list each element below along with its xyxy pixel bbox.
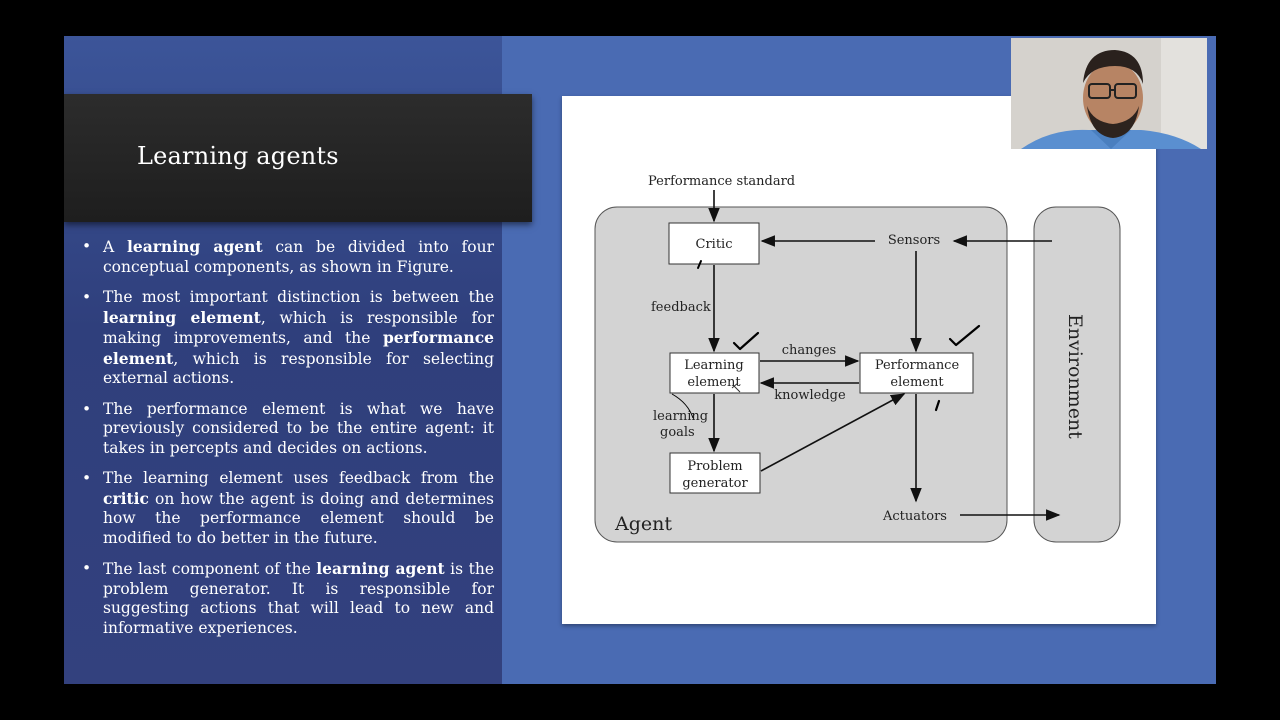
performance-element-box	[859, 352, 974, 394]
title-bar: Learning agents	[64, 94, 532, 222]
bullet-bold-text: critic	[103, 488, 149, 508]
critic-box	[668, 222, 760, 265]
label-knowledge: knowledge	[774, 388, 846, 403]
bullet-bold-text: learning agent	[126, 237, 263, 256]
slide-title: Learning agents	[137, 142, 339, 170]
bullet-text: The last component of the	[103, 560, 317, 578]
learning-agent-diagram: Performance standard Critic Sensors feed…	[594, 174, 1121, 543]
bullet-item: The most important distinction is betwee…	[80, 288, 494, 389]
bullet-bold-text: learning element	[103, 307, 261, 327]
label-actuators: Actuators	[882, 509, 947, 524]
label-changes: changes	[782, 343, 836, 358]
webcam-overlay	[1011, 38, 1207, 149]
bullet-text: The most important distinction is betwee…	[103, 288, 494, 306]
bullet-text: is the problem generator. It is responsi…	[103, 560, 494, 637]
bullet-item: The performance element is what we have …	[80, 400, 494, 459]
bullet-item: A learning agent can be divided into fou…	[80, 237, 494, 277]
presenter-avatar	[1011, 38, 1207, 149]
label-learning-element-2: element	[687, 375, 741, 390]
environment-region	[1033, 206, 1121, 543]
learning-element-box	[669, 352, 760, 394]
label-agent: Agent	[614, 513, 672, 535]
bullet-text: can be divided into four conceptual comp…	[103, 238, 495, 276]
bullet-item: The last component of the learning agent…	[80, 559, 494, 638]
label-performance-element-2: element	[890, 375, 944, 390]
ink-cursor-trail	[671, 393, 694, 419]
ink-mark-critic	[697, 260, 702, 269]
bullet-item: The learning element uses feedback from …	[80, 469, 494, 548]
label-environment: Environment	[1064, 314, 1086, 439]
bullet-text: on how the agent is doing and determines…	[103, 489, 494, 547]
label-learning-element-1: Learning	[684, 358, 744, 373]
bullet-text: The learning element uses feedback from …	[103, 469, 494, 487]
label-problem-generator-1: Problem	[687, 459, 742, 474]
ink-mark-performance	[934, 399, 941, 412]
label-learning-goals-2: goals	[660, 425, 695, 440]
cursor-icon	[731, 382, 741, 393]
problem-generator-box	[669, 452, 761, 494]
label-sensors: Sensors	[888, 233, 940, 248]
bullet-text: A	[103, 238, 127, 256]
bullet-text: , which is responsible for selecting ext…	[103, 349, 494, 388]
bullet-list: A learning agent can be divided into fou…	[80, 237, 494, 649]
ink-check-learning	[732, 331, 760, 351]
label-performance-element-1: Performance	[875, 358, 960, 373]
label-problem-generator-2: generator	[682, 476, 748, 491]
bullet-bold-text: learning agent	[316, 559, 445, 578]
bullet-text: The performance element is what we have …	[103, 399, 494, 457]
ink-check-performance	[948, 324, 981, 347]
diagram-figure: Performance standard Critic Sensors feed…	[562, 96, 1156, 624]
label-performance-standard: Performance standard	[648, 174, 795, 189]
arrow-problem-to-performance	[760, 393, 906, 472]
bullet-text: , which is responsible for making improv…	[103, 308, 494, 348]
label-learning-goals-1: learning	[653, 409, 708, 424]
label-critic: Critic	[696, 237, 733, 252]
bullet-bold-text: performance element	[103, 328, 494, 368]
label-feedback: feedback	[651, 300, 711, 315]
